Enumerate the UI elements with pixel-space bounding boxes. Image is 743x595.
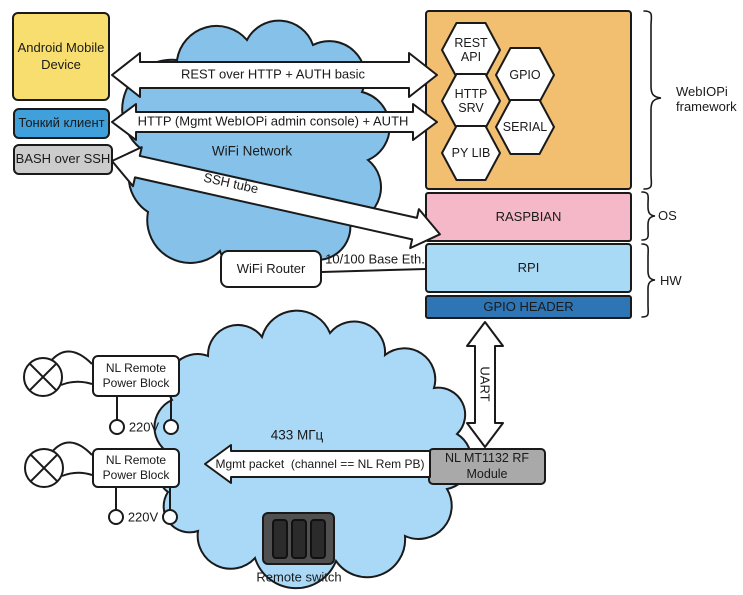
android-device-box: Android Mobile Device (12, 12, 110, 101)
webiopi-framework-label: WebIOPi framework (676, 84, 737, 114)
remote-switch-label: Remote switch (256, 569, 342, 585)
hex-py-lib (441, 125, 501, 181)
bash-ssh-box: BASH over SSH (13, 144, 113, 175)
thin-client-box: Тонкий клиент (13, 108, 110, 139)
mgmt-packet-label: Mgmt packet (channel == NL Rem PB) (215, 457, 425, 471)
hex-http-srv-label: HTTP SRV (454, 87, 488, 115)
switch-slot (271, 518, 288, 559)
contact-circle (109, 419, 125, 435)
http-arrow (111, 103, 438, 141)
contact-circle (162, 509, 178, 525)
hw-brace (641, 243, 656, 318)
uart-label: UART (477, 366, 493, 402)
webiopi-brace (643, 10, 662, 190)
raspbian-box: RASPBIAN (425, 192, 632, 242)
hex-gpio-label: GPIO (509, 68, 541, 82)
hex-serial (495, 99, 555, 155)
power-contacts-2 (108, 488, 178, 525)
hex-serial-label: SERIAL (502, 120, 548, 134)
switch-slot (290, 518, 307, 559)
radio-cloud (153, 309, 473, 590)
ethernet-label: 10/100 Base Eth. (325, 251, 425, 267)
rest-arrow (111, 52, 438, 98)
uart-arrow (466, 321, 504, 448)
power-block-1: NL Remote Power Block (92, 355, 180, 397)
http-arrow-label: HTTP (Mgmt WebIOPi admin console) + AUTH (137, 113, 409, 129)
ssh-tube-arrow (111, 146, 441, 250)
rpi-box: RPI (425, 243, 632, 293)
lamp-icon (24, 441, 93, 488)
mgmt-packet-arrow (204, 444, 431, 484)
os-label: OS (658, 208, 677, 223)
switch-slot (309, 518, 326, 559)
contact-circle (108, 509, 124, 525)
lamp-icon (23, 350, 93, 397)
remote-switch (262, 512, 335, 565)
hex-rest-api-label: REST API (454, 36, 488, 64)
wifi-cloud-label: WiFi Network (211, 143, 293, 159)
rest-arrow-label: REST over HTTP + AUTH basic (180, 66, 366, 82)
power-contacts-1 (109, 397, 179, 435)
voltage-label-1: 220V (128, 419, 160, 435)
wifi-router-box: WiFi Router (220, 250, 322, 288)
hex-py-lib-label: PY LIB (451, 146, 491, 160)
ethernet-line (321, 268, 427, 273)
hw-label: HW (660, 273, 682, 288)
voltage-label-2: 220V (127, 509, 159, 525)
radio-cloud-label: 433 МГц (270, 427, 324, 443)
gpio-header-box: GPIO HEADER (425, 295, 632, 319)
power-block-2: NL Remote Power Block (92, 448, 180, 488)
contact-circle (163, 419, 179, 435)
os-brace (641, 191, 656, 241)
